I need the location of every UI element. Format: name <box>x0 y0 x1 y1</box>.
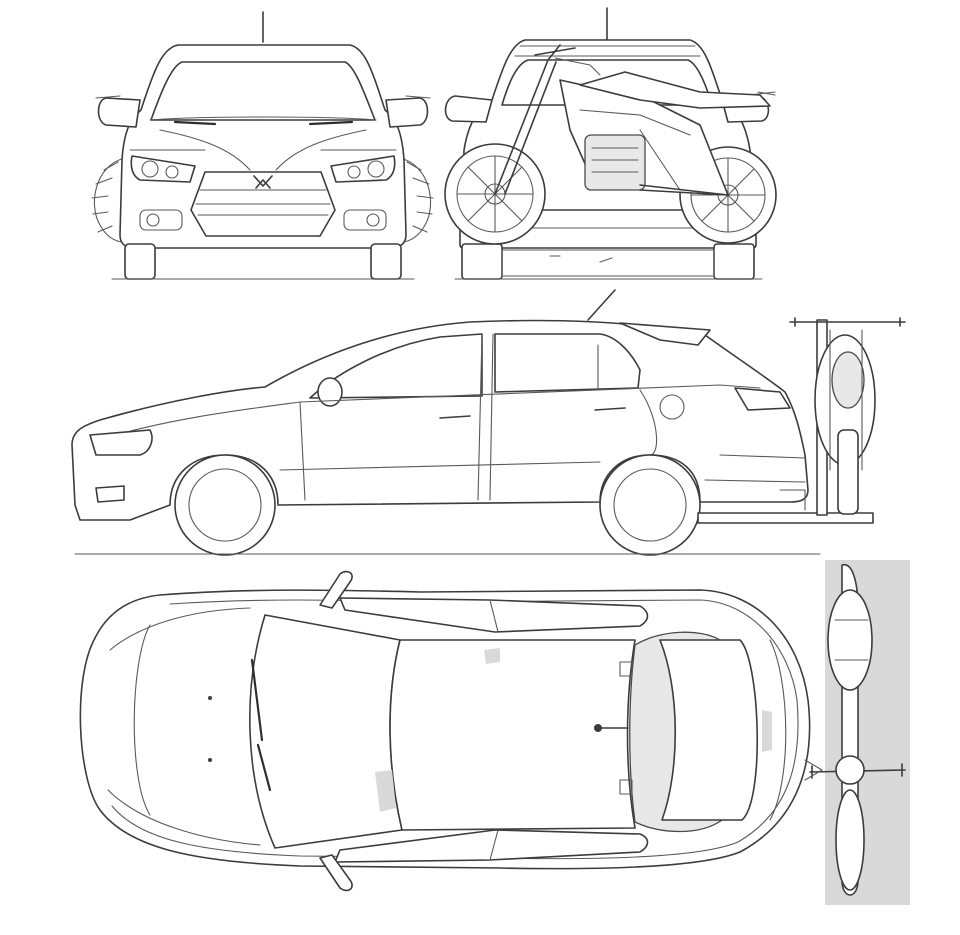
side-view <box>71 289 906 556</box>
top-view-motorcycle <box>809 560 910 905</box>
side-view-fuel-cap <box>659 394 685 420</box>
front-view-foglight-right <box>343 209 387 231</box>
front-view-foglight-left <box>139 209 183 231</box>
top-view-roof <box>389 639 636 831</box>
top-view-side-windows-lower <box>334 829 649 863</box>
top-view-mirror-upper <box>319 570 353 609</box>
side-view-headlight <box>89 429 153 456</box>
side-view-rear-wheel <box>599 454 701 556</box>
top-view-windshield <box>249 614 403 849</box>
side-view-window-rear <box>494 333 641 393</box>
rear-view <box>444 7 777 280</box>
top-view <box>79 560 910 905</box>
side-view-front-wheel <box>174 454 276 556</box>
front-view <box>91 11 434 280</box>
rear-view-mirror-left <box>444 95 493 123</box>
top-view-mirror-lower <box>319 854 353 892</box>
side-view-spoiler <box>619 322 711 346</box>
rear-view-motorcycle <box>444 44 777 245</box>
front-view-mirror-right <box>385 97 429 128</box>
side-view-door-handle-rear <box>594 407 626 411</box>
side-view-mirror <box>317 377 343 407</box>
front-view-windshield <box>150 61 376 121</box>
front-view-wheel-right <box>370 243 402 280</box>
front-view-headlight-right <box>330 155 396 183</box>
side-view-taillight <box>734 387 791 411</box>
rear-view-wheel-left <box>461 243 503 280</box>
side-view-foglight <box>95 485 125 503</box>
front-view-mirror-left <box>97 97 141 128</box>
side-view-door-handle-front <box>439 415 471 419</box>
front-view-headlight-left <box>130 155 196 183</box>
rear-view-wheel-right <box>713 243 755 280</box>
side-view-motorcycle <box>789 317 906 515</box>
front-view-wheel-left <box>124 243 156 280</box>
